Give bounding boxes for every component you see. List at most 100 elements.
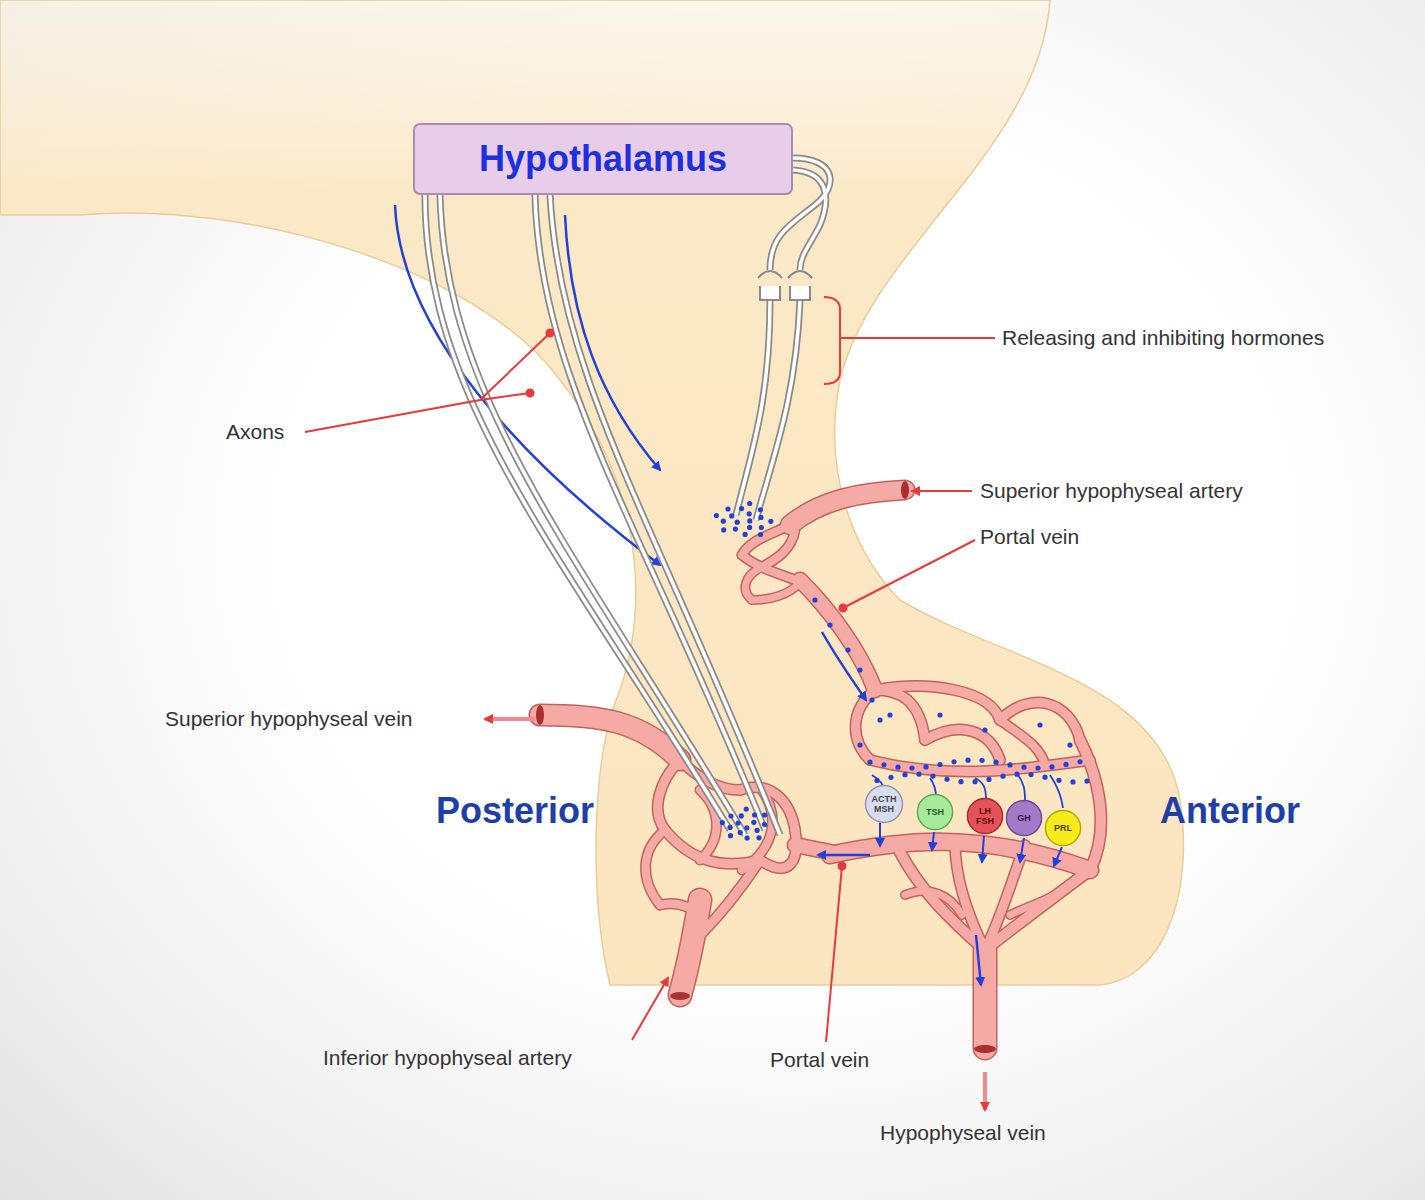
- blue-flow-arrows-part: [1050, 775, 1063, 808]
- hormone-circle: TSH: [916, 793, 954, 831]
- blood-vessels-part: [875, 686, 1000, 720]
- blood-vessels-part: [925, 730, 1000, 760]
- hormone-dots-part: [951, 759, 956, 764]
- leader-lines-part: [983, 1072, 987, 1110]
- hormone-dots-part: [979, 758, 984, 763]
- hormone-dots-part: [729, 513, 734, 518]
- hormone-dots-part: [1035, 765, 1040, 770]
- blue-flow-arrows-part: [1054, 847, 1062, 866]
- hormone-circle: GH: [1005, 799, 1043, 837]
- axon-fibers-part: [440, 195, 745, 835]
- circle-outline: [866, 786, 903, 823]
- hormone-dots-part: [909, 765, 914, 770]
- blood-vessels-part: [646, 830, 665, 905]
- part-label: Releasing and inhibiting hormones: [1002, 326, 1324, 350]
- region-title: Hypothalamus: [479, 138, 727, 180]
- hormone-name: GH: [1008, 813, 1040, 823]
- blood-vessels-part: [795, 845, 835, 853]
- hormone-dots-part: [845, 647, 850, 652]
- axon-fibers-part: [550, 195, 780, 835]
- hormone-dots-part: [733, 527, 738, 532]
- hormone-name: TSH: [919, 807, 951, 817]
- hormone-dots-part: [751, 820, 756, 825]
- blood-vessels-part: [905, 891, 962, 915]
- hormone-dots-part: [756, 835, 761, 840]
- hormone-dots-part: [930, 773, 935, 778]
- hormone-dots-part: [721, 519, 726, 524]
- hormone-dots-part: [1063, 762, 1068, 767]
- blood-vessels-part: [955, 842, 985, 950]
- blood-vessels-part: [973, 950, 998, 1048]
- blood-vessels-part: [646, 830, 665, 905]
- blood-vessels-part: [1010, 890, 1062, 915]
- blood-vessels-part: [670, 992, 690, 1000]
- leader-lines-part: [527, 390, 534, 397]
- region-label: Anterior: [1160, 790, 1300, 832]
- hormone-dots-part: [1056, 778, 1061, 783]
- hormone-dots-part: [902, 772, 907, 777]
- blood-vessels-part: [900, 852, 985, 950]
- hormone-dots-part: [744, 807, 749, 812]
- hormone-dots-part: [1028, 772, 1033, 777]
- hormone-dots-part: [758, 532, 763, 537]
- axon-fibers-part: [550, 195, 780, 835]
- blood-vessels-part: [680, 900, 700, 995]
- leader-lines-part: [839, 863, 846, 870]
- hormone-dots-part: [739, 506, 744, 511]
- blood-vessels: [536, 481, 1101, 1053]
- leader-lines-part: [480, 393, 530, 400]
- circle-outline: [967, 798, 1002, 833]
- axon-fibers-part: [793, 170, 826, 270]
- hormone-dots-part: [725, 506, 730, 511]
- part-label: Superior hypophyseal artery: [980, 479, 1243, 503]
- hormone-dots-part: [1042, 775, 1047, 780]
- hormone-dots-part: [888, 775, 893, 780]
- blood-vessels-part: [680, 900, 700, 995]
- blood-vessels-part: [795, 845, 835, 853]
- hormone-dots-part: [937, 762, 942, 767]
- hormone-dots-part: [916, 772, 921, 777]
- blue-flow-arrows-part: [976, 935, 981, 985]
- circle-outline: [1006, 800, 1041, 835]
- blood-vessels-part: [752, 582, 800, 600]
- hormone-dots-part: [747, 518, 752, 523]
- hormone-name: ACTH MSH: [867, 794, 901, 814]
- hormone-dots-part: [972, 779, 977, 784]
- hormone-dots-part: [714, 513, 719, 518]
- hormone-dots-part: [1021, 765, 1026, 770]
- leader-lines-part: [485, 717, 535, 721]
- leader-lines-part: [632, 978, 668, 1040]
- part-label: Hypophyseal vein: [880, 1121, 1046, 1145]
- blood-vessels-part: [658, 760, 680, 830]
- region-box: Hypothalamus: [413, 123, 793, 195]
- hormone-dots-part: [857, 667, 862, 672]
- hormone-dots-part: [958, 779, 963, 784]
- part-label: Inferior hypophyseal artery: [323, 1046, 572, 1070]
- leader-lines-part: [912, 490, 972, 492]
- blood-vessels-part: [856, 690, 875, 760]
- blue-flow-arrows-part: [818, 854, 870, 857]
- axon-fibers-part: [758, 271, 782, 278]
- hormone-dots-part: [869, 697, 874, 702]
- axon-fibers: [425, 158, 830, 835]
- leader-lines-part: [840, 337, 995, 339]
- blood-vessels-part: [762, 530, 795, 567]
- hormone-dots-part: [747, 525, 752, 530]
- blood-vessels-part: [745, 567, 762, 600]
- hormone-dots-part: [1007, 762, 1012, 767]
- part-label: Portal vein: [770, 1048, 869, 1072]
- hormone-dots-part: [1049, 764, 1054, 769]
- hormone-dots-part: [877, 717, 882, 722]
- blood-vessels-part: [1000, 720, 1045, 765]
- blue-flow-arrows-part: [822, 632, 866, 700]
- hormone-dots-part: [744, 825, 749, 830]
- axon-fibers-part: [756, 300, 800, 520]
- blood-vessels-part: [790, 490, 905, 525]
- blood-vessels-part: [875, 686, 1000, 720]
- hormone-dots-part: [758, 515, 763, 520]
- hormone-dots-part: [762, 812, 767, 817]
- hormone-dots-part: [867, 760, 872, 765]
- hormone-dots-part: [735, 520, 740, 525]
- hormone-name: PRL: [1047, 823, 1079, 833]
